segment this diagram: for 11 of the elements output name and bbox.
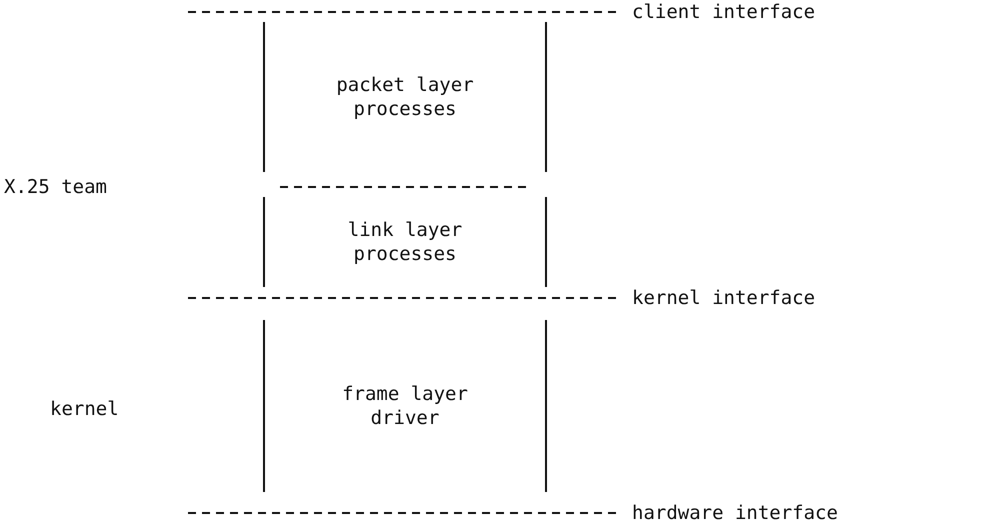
layer-box (263, 22, 547, 172)
layer-name: packet layer processes (335, 73, 475, 121)
layer-name: frame layer driver (341, 382, 469, 430)
layer-box (263, 320, 547, 492)
interface-label: hardware interface (632, 502, 838, 524)
group-label: kernel (50, 398, 119, 420)
interface-label: kernel interface (632, 287, 816, 309)
group-label: X.25 team (4, 176, 107, 198)
layer-box (263, 197, 547, 287)
interface-label: client interface (632, 1, 816, 23)
layer-name: link layer processes (346, 218, 464, 266)
